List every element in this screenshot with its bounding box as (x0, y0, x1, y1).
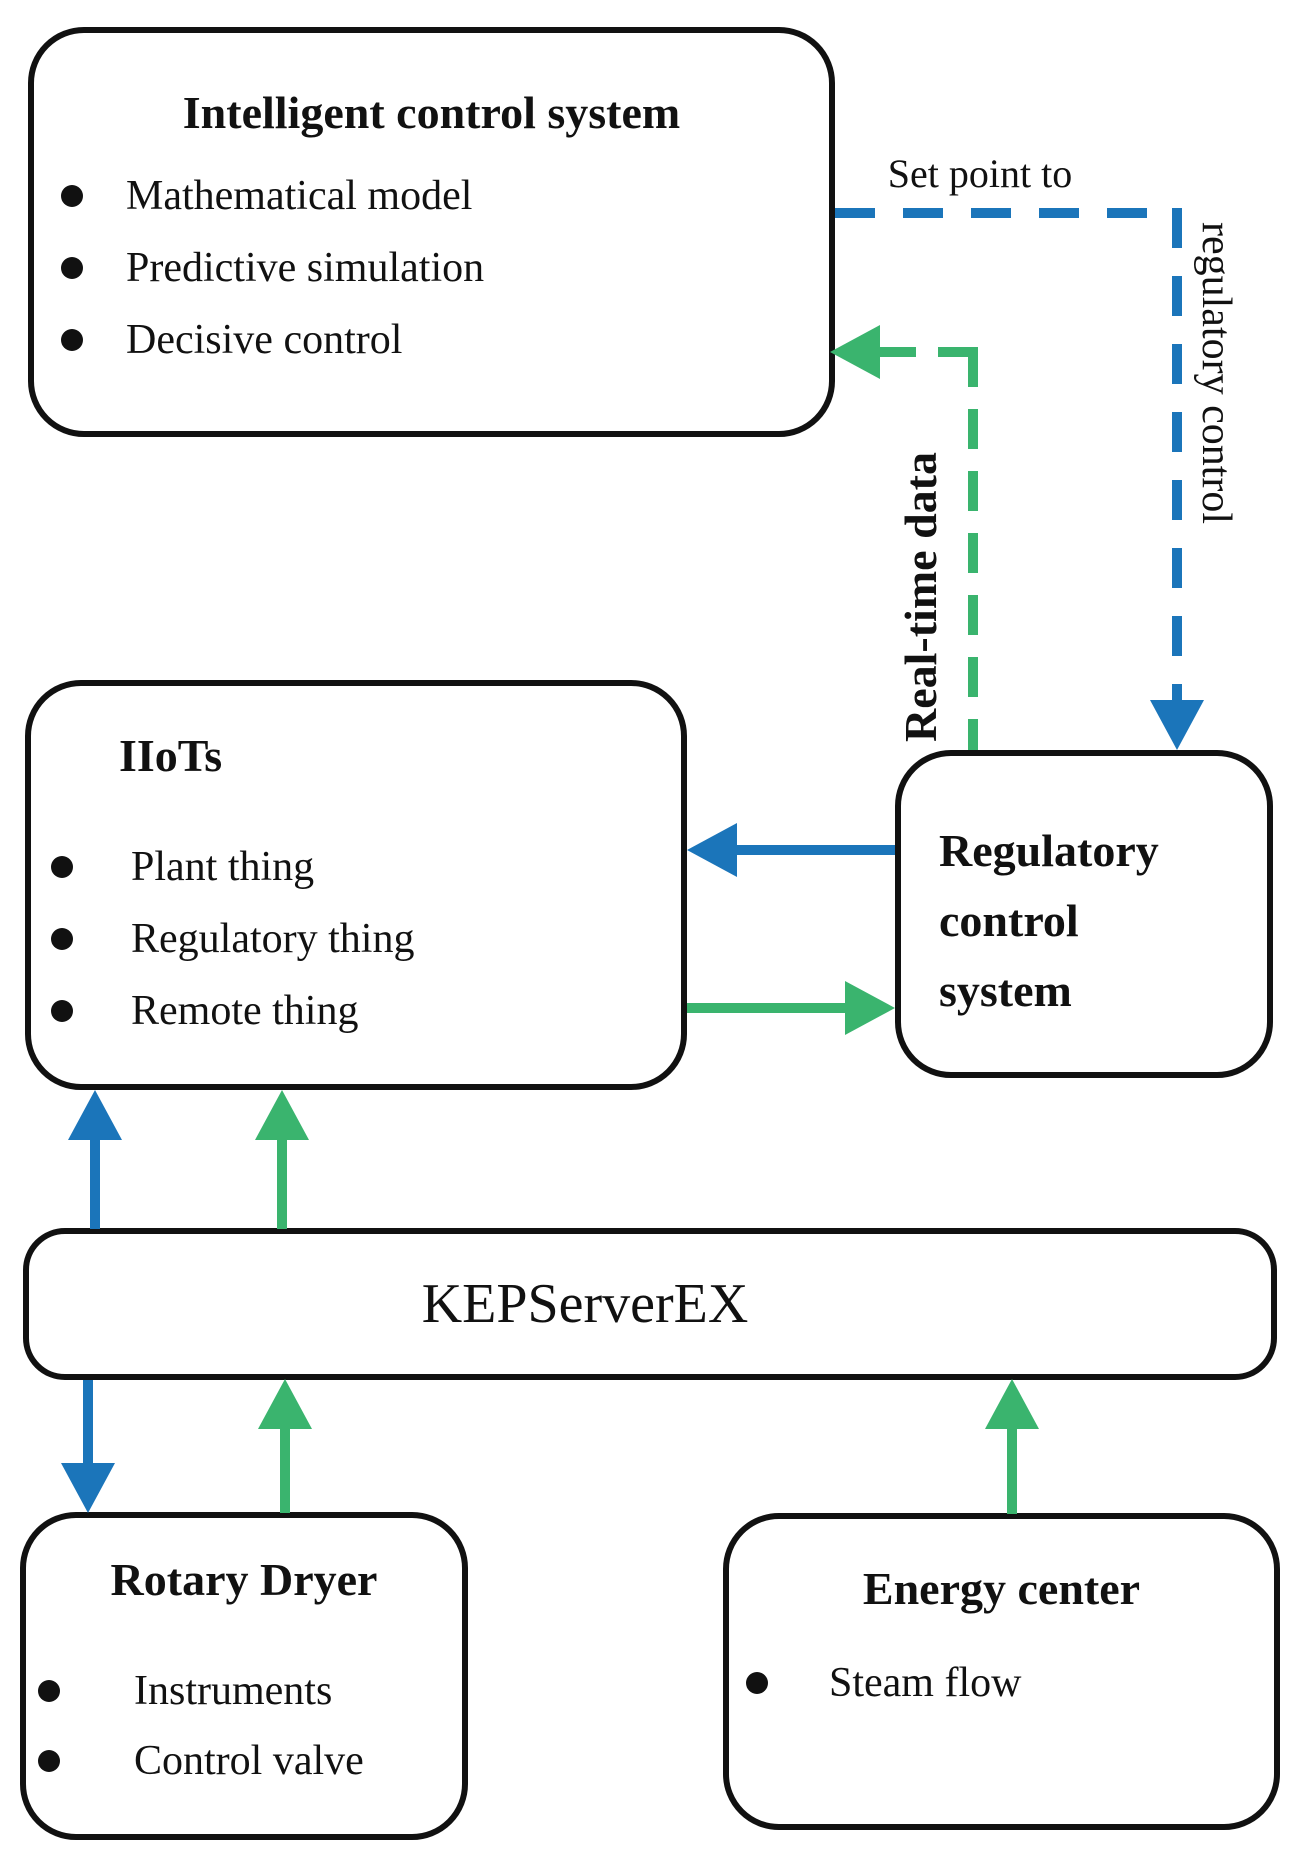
rotary-bullet-list: Instruments Control valve (38, 1656, 364, 1796)
regulatory-control-label: regulatory control (1193, 222, 1239, 525)
rotary-dryer-box-title: Rotary Dryer (110, 1554, 378, 1605)
iiots-to-regulatory-arrow-green (687, 1003, 845, 1013)
iiots-box: IIoTs Plant thing Regulatory thing Remot… (25, 680, 687, 1090)
list-item-label: Remote thing (131, 988, 359, 1034)
list-item-label: Regulatory thing (131, 916, 415, 962)
realtime-arrow-horizontal-dashed-green (880, 347, 978, 357)
iiots-to-regulatory-arrowhead-right-icon (845, 981, 895, 1035)
list-item: Predictive simulation (61, 232, 484, 304)
setpoint-arrowhead-down-icon (1150, 700, 1204, 750)
energy-bullet-list: Steam flow (746, 1648, 1021, 1718)
set-point-label: Set point to (887, 151, 1073, 196)
kepserverex-box-title: KEPServerEX (421, 1273, 749, 1335)
list-item: Remote thing (51, 975, 414, 1047)
kepserver-to-iiots-arrow-blue (90, 1138, 100, 1229)
list-item: Control valve (38, 1726, 364, 1796)
bullet-dot-icon (61, 185, 83, 207)
energy-to-kepserver-arrowhead-up-icon (985, 1379, 1039, 1429)
kepserver-to-iiots-arrow-green (277, 1138, 287, 1229)
list-item: Decisive control (61, 304, 484, 376)
intelligent-bullet-list: Mathematical model Predictive simulation… (61, 160, 484, 376)
kepserver-to-rotary-arrowhead-down-icon (61, 1463, 115, 1513)
list-item: Regulatory thing (51, 903, 414, 975)
energy-to-kepserver-arrow-green (1007, 1429, 1017, 1514)
intelligent-box-title: Intelligent control system (182, 87, 681, 138)
list-item-label: Mathematical model (126, 173, 473, 219)
energy-center-box-title: Energy center (862, 1563, 1141, 1614)
realtime-arrowhead-left-icon (830, 325, 880, 379)
regulatory-title-line: control (939, 895, 1079, 946)
list-item-label: Control valve (134, 1738, 364, 1784)
setpoint-arrow-vertical-dashed-blue (1172, 208, 1182, 700)
regulatory-control-system-box: Regulatory control system (895, 750, 1273, 1078)
list-item: Plant thing (51, 831, 414, 903)
list-item: Steam flow (746, 1648, 1021, 1718)
kepserver-to-iiots-arrowhead-up-icon (68, 1090, 122, 1140)
list-item: Instruments (38, 1656, 364, 1726)
rotary-dryer-box: Rotary Dryer Instruments Control valve (20, 1512, 468, 1840)
regulatory-to-iiots-arrowhead-left-icon (687, 823, 737, 877)
kepserver-to-iiots-arrowhead-up-icon (255, 1090, 309, 1140)
bullet-dot-icon (38, 1680, 60, 1702)
rotary-to-kepserver-arrow-green (280, 1429, 290, 1513)
bullet-dot-icon (51, 928, 73, 950)
regulatory-to-iiots-arrow-blue (735, 845, 895, 855)
list-item-label: Instruments (134, 1668, 333, 1714)
kepserverex-box: KEPServerEX (23, 1228, 1277, 1380)
regulatory-title-line: system (939, 965, 1072, 1016)
list-item: Mathematical model (61, 160, 484, 232)
rotary-to-kepserver-arrowhead-up-icon (258, 1379, 312, 1429)
kepserver-to-rotary-arrow-blue (83, 1380, 93, 1463)
list-item-label: Predictive simulation (126, 245, 485, 291)
bullet-dot-icon (38, 1750, 60, 1772)
bullet-dot-icon (746, 1672, 768, 1694)
iiots-box-title: IIoTs (119, 730, 223, 781)
list-item-label: Decisive control (126, 317, 403, 363)
regulatory-title-line: Regulatory (939, 825, 1159, 876)
intelligent-control-system-box: Intelligent control system Mathematical … (28, 27, 835, 437)
list-item-label: Steam flow (829, 1660, 1022, 1706)
regulatory-box-title: Regulatory control system (939, 816, 1159, 1026)
iiots-bullet-list: Plant thing Regulatory thing Remote thin… (51, 831, 414, 1047)
real-time-data-label: Real-time data (895, 452, 946, 742)
bullet-dot-icon (51, 1000, 73, 1022)
list-item-label: Plant thing (131, 844, 315, 890)
bullet-dot-icon (61, 257, 83, 279)
bullet-dot-icon (51, 856, 73, 878)
energy-center-box: Energy center Steam flow (723, 1513, 1280, 1830)
bullet-dot-icon (61, 329, 83, 351)
realtime-arrow-vertical-dashed-green (968, 347, 978, 750)
setpoint-arrow-horizontal-dashed-blue (835, 208, 1182, 218)
